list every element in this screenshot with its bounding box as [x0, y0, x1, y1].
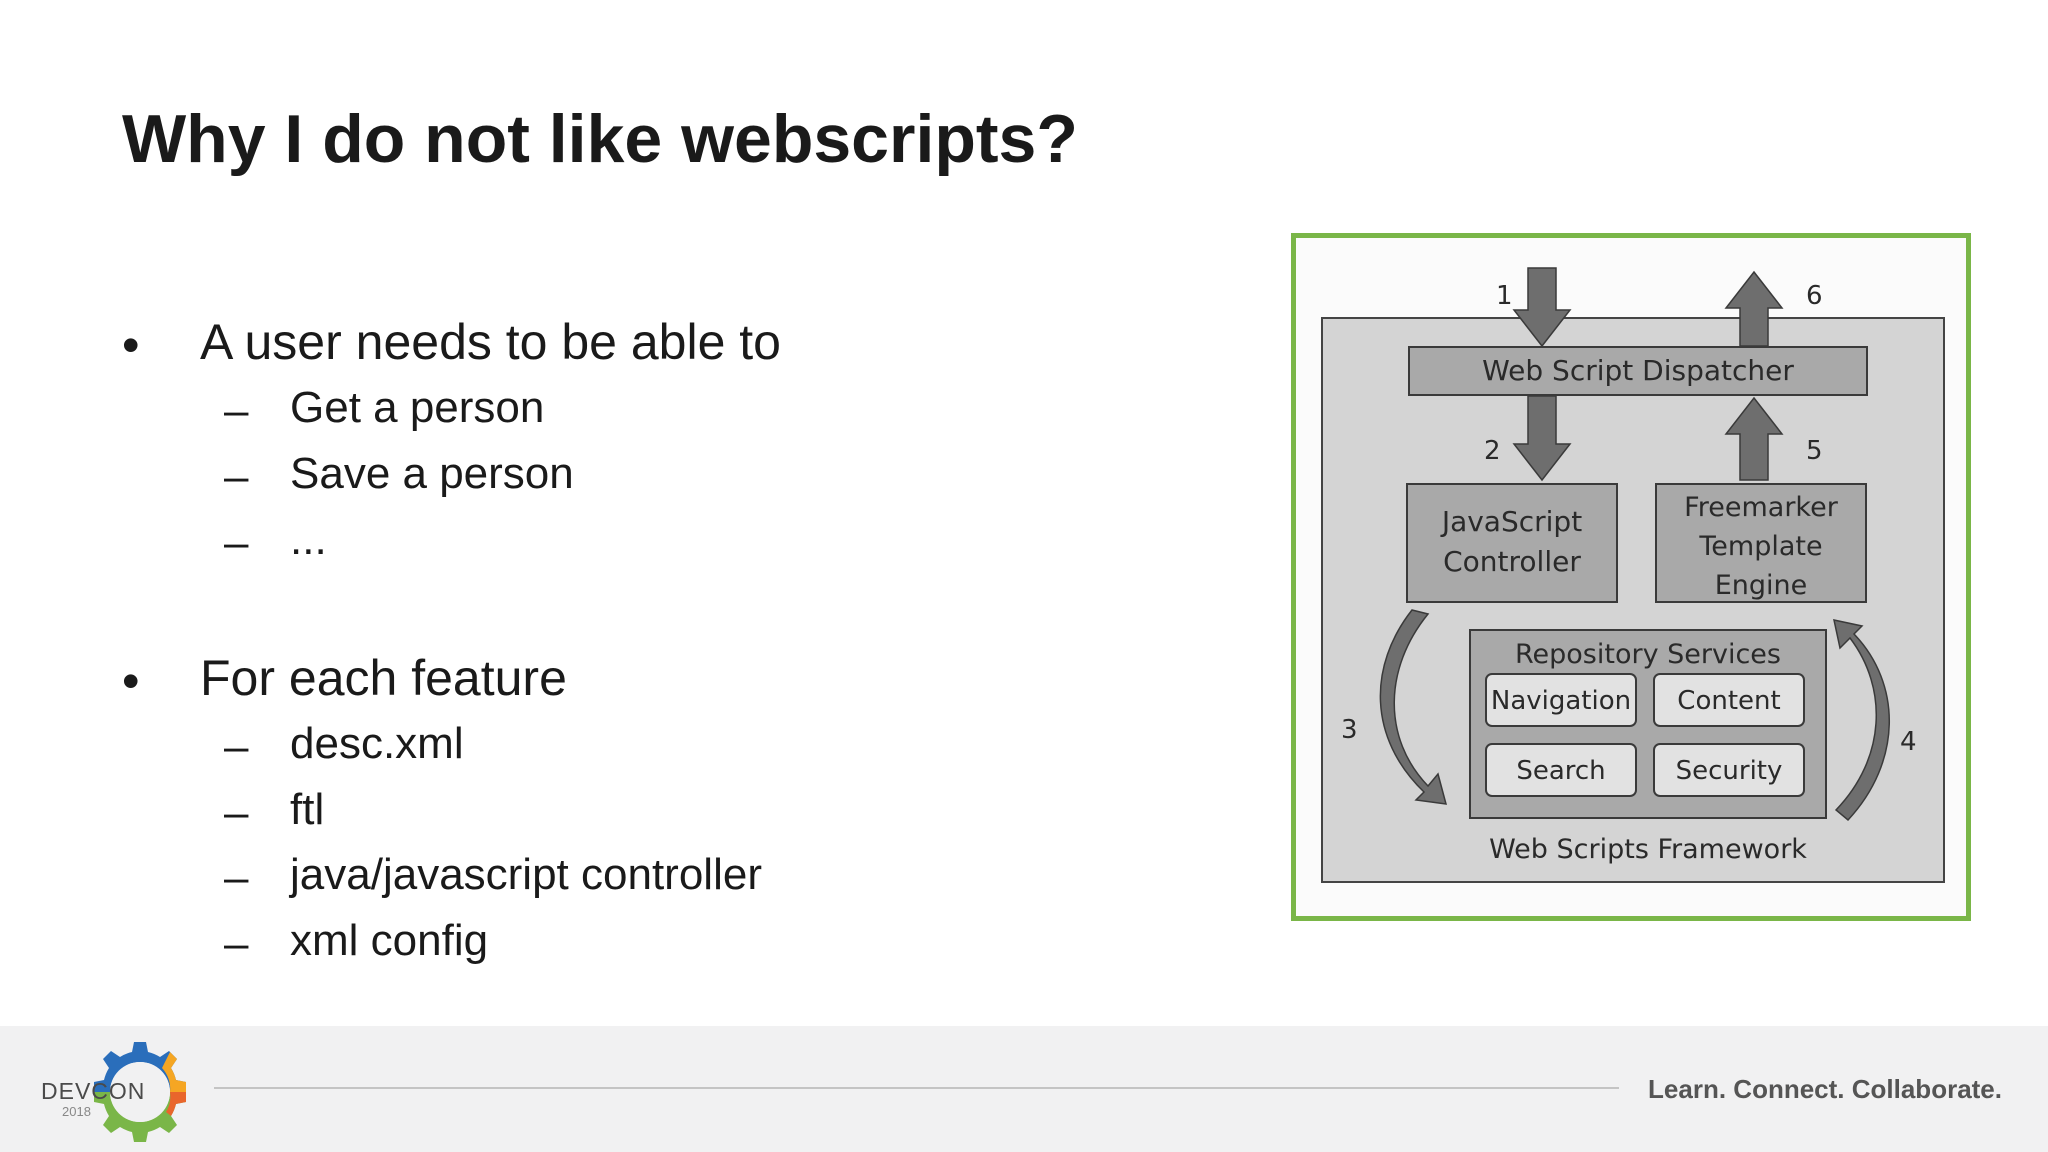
arrow-down-icon — [1512, 395, 1572, 482]
sub-bullet-marker: – — [224, 919, 249, 968]
step-label-2: 2 — [1484, 436, 1501, 466]
arrow-down-icon — [1512, 267, 1572, 348]
footer-bar: DEVCON 2018 Learn. Connect. Collaborate. — [0, 1026, 2048, 1152]
freemarker-line-1: Freemarker — [1684, 492, 1839, 523]
logo-wordmark: DEVCON — [41, 1078, 146, 1104]
service-search-label: Search — [1516, 756, 1605, 786]
js-controller-box — [1406, 483, 1618, 603]
sub-bullet-marker: – — [224, 452, 249, 501]
sub-bullet-marker: – — [224, 518, 249, 567]
diagram-svg: .dtext { font-family: "DejaVu Sans", san… — [1321, 267, 1945, 883]
logo-year: 2018 — [62, 1104, 91, 1119]
arrow-up-icon — [1724, 270, 1784, 347]
bullet-item: For each feature — [200, 650, 567, 706]
js-controller-line-2: Controller — [1443, 545, 1581, 578]
footer-tagline: Learn. Connect. Collaborate. — [1648, 1074, 2002, 1104]
freemarker-box — [1655, 483, 1867, 603]
sub-bullet-marker: – — [224, 788, 249, 837]
curved-arrow-icon — [1833, 619, 1890, 822]
sub-bullet-marker: – — [224, 853, 249, 902]
sub-bullet-marker: – — [224, 386, 249, 435]
freemarker-line-3: Engine — [1715, 570, 1808, 601]
sub-bullet-item: ftl — [290, 785, 325, 834]
bullet-marker: • — [122, 317, 140, 373]
sub-bullet-marker: – — [224, 722, 249, 771]
step-label-5: 5 — [1806, 436, 1823, 466]
sub-bullet-item: Save a person — [290, 449, 574, 498]
dispatcher-label: Web Script Dispatcher — [1482, 354, 1794, 387]
sub-bullet-item: java/javascript controller — [290, 850, 762, 899]
repository-label: Repository Services — [1515, 639, 1781, 670]
sub-bullet-item: xml config — [290, 916, 489, 965]
step-label-1: 1 — [1496, 281, 1513, 311]
framework-label: Web Scripts Framework — [1489, 834, 1807, 865]
service-security — [1653, 743, 1805, 797]
service-navigation — [1485, 673, 1637, 727]
step-label-3: 3 — [1341, 715, 1358, 745]
dispatcher-box — [1408, 346, 1868, 396]
sub-bullet-item: ... — [290, 515, 327, 564]
sub-bullet-item: Get a person — [290, 383, 545, 432]
sub-bullet-item: desc.xml — [290, 719, 464, 768]
service-navigation-label: Navigation — [1491, 686, 1631, 716]
freemarker-line-2: Template — [1698, 531, 1822, 562]
bullet-marker: • — [122, 653, 140, 709]
curved-arrow-icon — [1379, 609, 1448, 805]
service-search — [1485, 743, 1637, 797]
footer-divider — [214, 1087, 1619, 1089]
bullet-item: A user needs to be able to — [200, 314, 781, 370]
web-scripts-diagram: .dtext { font-family: "DejaVu Sans", san… — [1291, 233, 1971, 921]
step-label-4: 4 — [1900, 727, 1917, 757]
service-content-label: Content — [1677, 686, 1780, 716]
service-security-label: Security — [1676, 756, 1783, 786]
js-controller-line-1: JavaScript — [1440, 505, 1582, 538]
arrow-up-icon — [1724, 396, 1784, 481]
step-label-6: 6 — [1806, 281, 1823, 311]
slide-title: Why I do not like webscripts? — [122, 101, 1078, 177]
service-content — [1653, 673, 1805, 727]
devcon-gear-logo-icon — [94, 1042, 186, 1142]
